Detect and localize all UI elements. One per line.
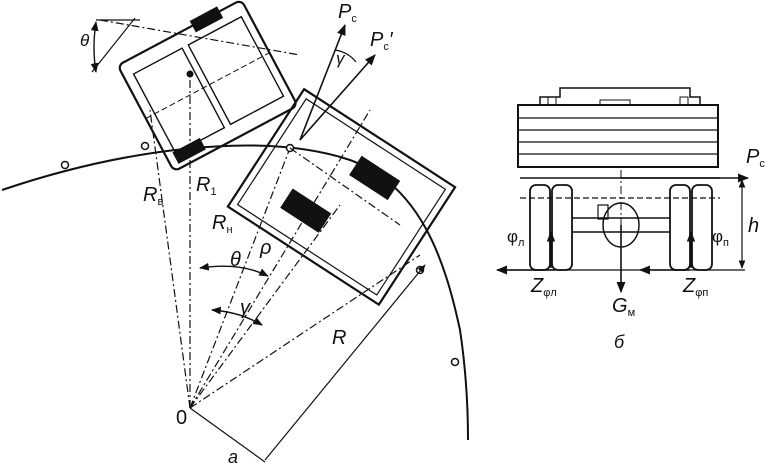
label-origin: 0 xyxy=(176,407,188,429)
label-theta-top: θ xyxy=(80,31,90,50)
gamma-arc xyxy=(211,306,263,326)
label-gamma-top: γ xyxy=(336,49,345,68)
label-Rn: Rн xyxy=(212,212,233,236)
radius-rho xyxy=(189,109,371,409)
label-phi-right: φп xyxy=(712,227,729,249)
arc-marker xyxy=(140,141,150,151)
label-Pc-prime: Pc′ xyxy=(370,29,393,53)
label-gamma: γ xyxy=(240,297,250,319)
label-Pc-rear: Pc xyxy=(746,146,765,170)
tractor-axis xyxy=(99,19,301,56)
label-G: Gм xyxy=(612,295,636,319)
radius-gamma xyxy=(189,204,341,409)
label-rho: ρ xyxy=(260,237,272,259)
radius-Rn xyxy=(189,147,291,409)
R-extension xyxy=(189,407,266,463)
rear-view xyxy=(495,87,750,294)
radius-Rv xyxy=(149,109,191,409)
theta-guide xyxy=(91,17,136,73)
cargo-top xyxy=(539,87,701,105)
trailer-axis xyxy=(289,147,401,226)
Pc-arrow xyxy=(299,23,346,141)
caption-b: б xyxy=(614,332,625,352)
label-h: h xyxy=(748,215,760,237)
R-dimension-line xyxy=(264,264,426,461)
label-Z-left: Zφл xyxy=(531,275,557,299)
theta-arc xyxy=(199,262,269,277)
label-Rv: Rв xyxy=(143,184,164,208)
label-R: R xyxy=(332,327,347,349)
tractor-cab xyxy=(118,0,297,171)
label-Z-right: Zφп xyxy=(683,275,709,299)
label-Pc: Pc xyxy=(338,1,357,25)
label-theta: θ xyxy=(230,249,241,271)
Pc-prime-arrow xyxy=(299,54,376,141)
turning-geometry-view xyxy=(1,0,469,463)
trailer-body xyxy=(226,87,457,307)
label-R1: R1 xyxy=(196,174,217,198)
tractor-pivot xyxy=(186,70,194,78)
radius-R xyxy=(189,254,421,409)
gamma-top-arc xyxy=(334,49,357,63)
cargo-box xyxy=(517,104,719,168)
arc-marker xyxy=(450,357,460,367)
arc-marker xyxy=(60,160,70,170)
label-phi-left: φл xyxy=(507,227,525,249)
turning-arc xyxy=(1,144,469,441)
theta-angle-arc xyxy=(90,21,99,73)
caption-a: а xyxy=(228,447,239,467)
